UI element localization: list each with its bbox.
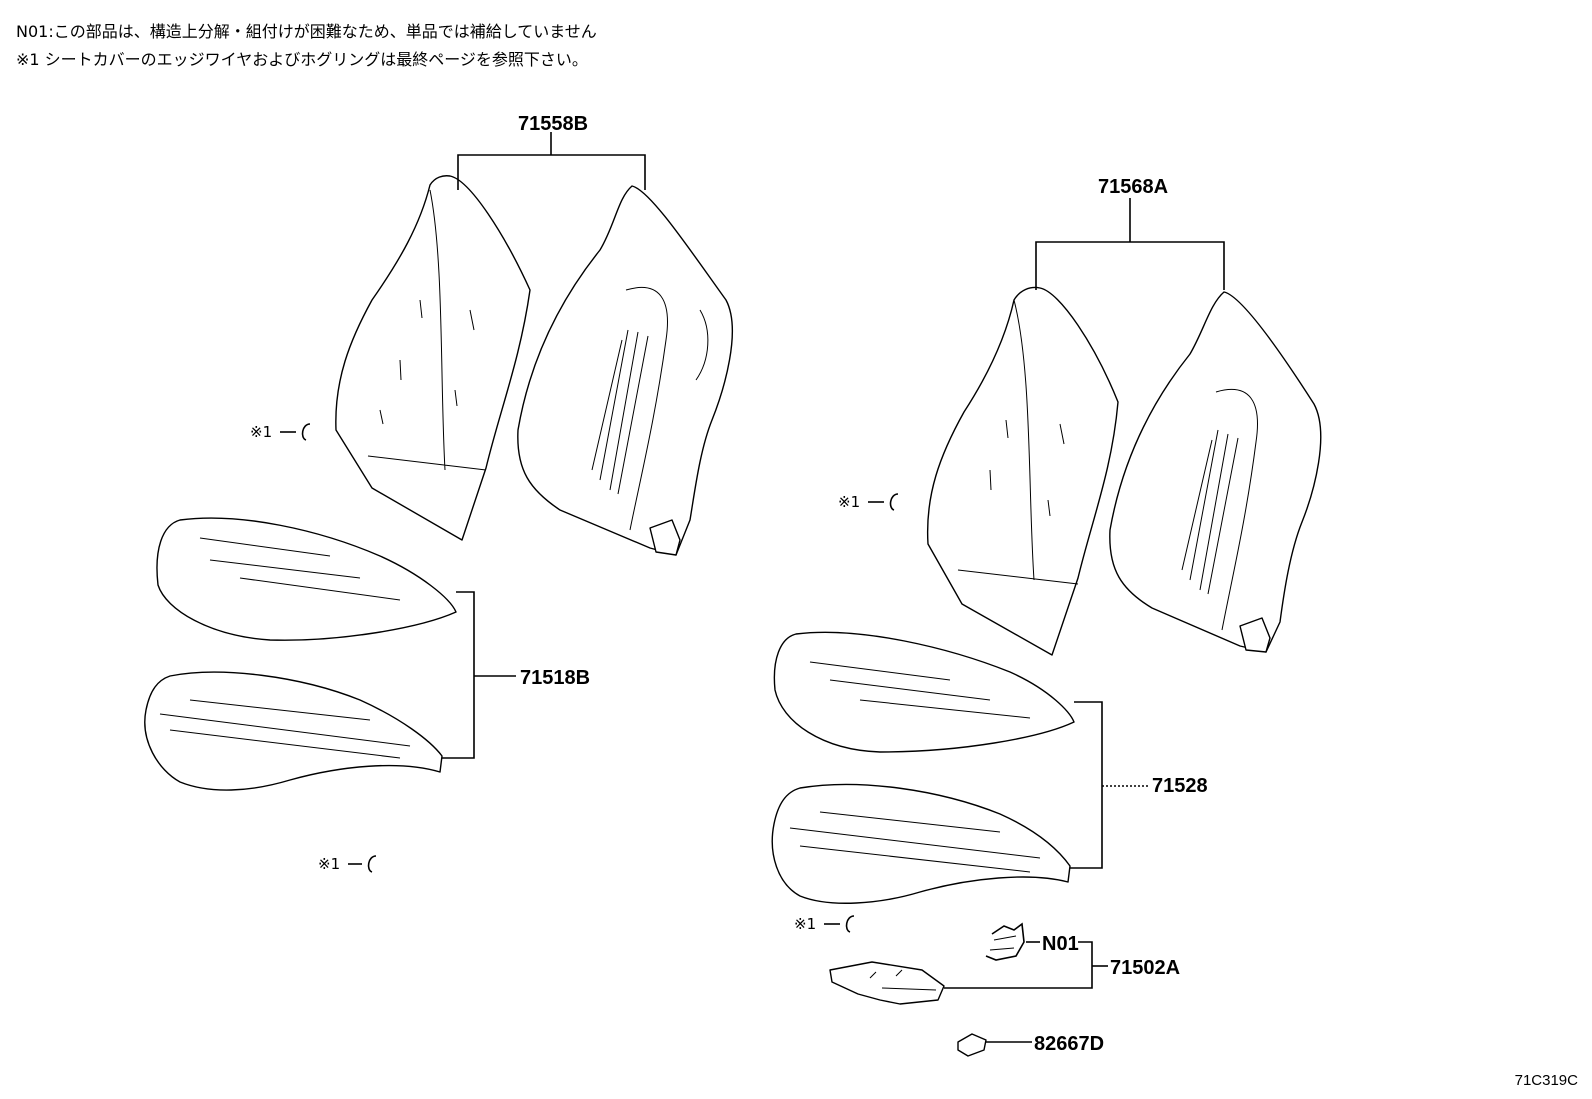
diagram-code: 71C319C — [1514, 1072, 1578, 1089]
seatback-cover-rear-left — [335, 175, 531, 541]
bracket-71528 — [1070, 701, 1103, 869]
bracket-71568A — [1035, 241, 1225, 290]
ref-mark-label: ※1 — [318, 855, 340, 873]
clip-82667D — [957, 1033, 987, 1057]
seat-pad-71502A — [829, 961, 945, 1005]
label-N01: N01 — [1042, 933, 1079, 955]
label-82667D: 82667D — [1034, 1033, 1104, 1055]
bracket-71558B — [457, 154, 646, 190]
seatback-cover-front-right — [1109, 291, 1322, 653]
note-ref1: ※1 シートカバーのエッジワイヤおよびホグリングは最終ページを参照下さい。 — [16, 50, 588, 69]
hogring-ref-3: ※1 — [318, 855, 377, 873]
cushion-cover-upper-right — [773, 631, 1075, 753]
bracket-71518B — [442, 591, 475, 759]
label-71558B: 71558B — [518, 113, 588, 135]
wire-harness-n01 — [985, 922, 1025, 961]
seatback-bracket-right — [1239, 617, 1271, 653]
ref-mark-label: ※1 — [838, 493, 860, 511]
cushion-cover-upper-left — [156, 517, 457, 641]
hogring-ref-2: ※1 — [838, 493, 899, 511]
ref-mark-label: ※1 — [250, 423, 272, 441]
hogring-ref-4: ※1 — [794, 915, 855, 933]
label-71528: 71528 — [1152, 775, 1208, 797]
cushion-cover-lower-left — [144, 671, 443, 791]
hogring-ref-1: ※1 — [250, 423, 311, 441]
note-n01: N01:この部品は、構造上分解・組付けが困難なため、単品では補給していません — [16, 22, 597, 41]
bracket-71502A — [944, 941, 1093, 989]
label-71502A: 71502A — [1110, 957, 1180, 979]
cushion-cover-lower-right — [771, 783, 1071, 904]
label-71568A: 71568A — [1098, 176, 1168, 198]
seatback-cover-front-left — [517, 185, 733, 556]
seatback-bracket-left — [649, 519, 681, 556]
label-71518B: 71518B — [520, 667, 590, 689]
seatback-cover-rear-right — [926, 286, 1119, 656]
ref-mark-label: ※1 — [794, 915, 816, 933]
